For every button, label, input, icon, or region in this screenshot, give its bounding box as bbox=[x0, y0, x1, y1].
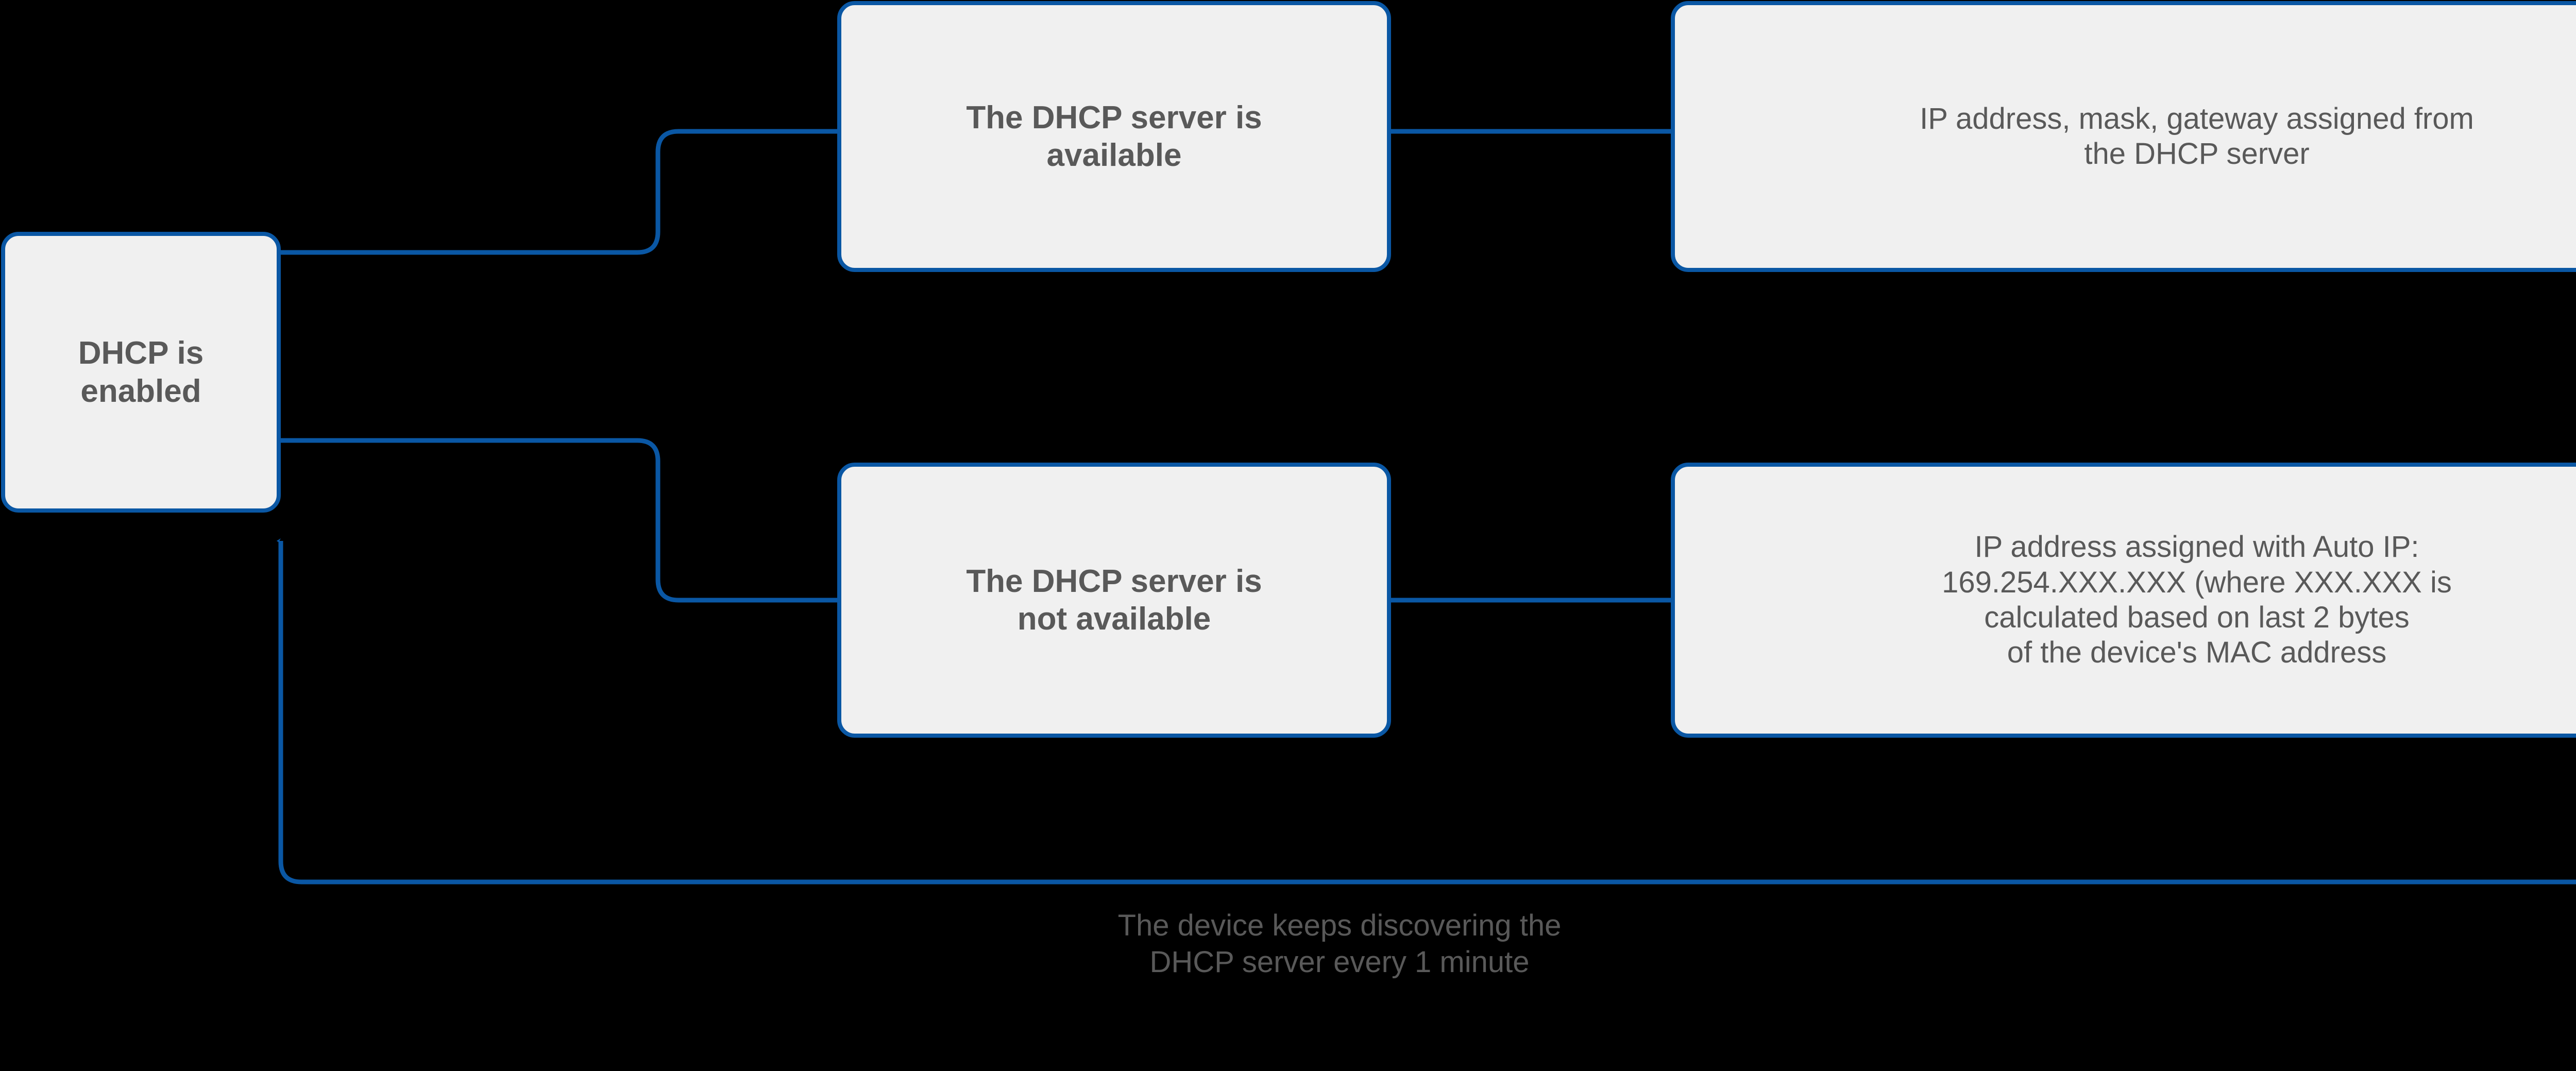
node-autoip-assigned-address: IP address assigned with Auto IP: 169.25… bbox=[1671, 463, 2576, 738]
connector-enabled-to-available bbox=[281, 129, 837, 255]
node-dhcp-enabled-label: DHCP is enabled bbox=[78, 335, 204, 409]
node-autoip-assigned-address-label: IP address assigned with Auto IP: 169.25… bbox=[1942, 530, 2452, 670]
connector-enabled-to-not-available bbox=[281, 438, 837, 603]
node-dhcp-assigned-address-label: IP address, mask, gateway assigned from … bbox=[1920, 101, 2474, 171]
feedback-loop-caption: The device keeps discovering the DHCP se… bbox=[1117, 909, 1562, 979]
node-dhcp-server-not-available: The DHCP server is not available bbox=[837, 463, 1391, 738]
node-dhcp-server-available-label: The DHCP server is available bbox=[966, 99, 1262, 173]
node-dhcp-enabled: DHCP is enabled bbox=[1, 232, 281, 513]
connector-autoip-feedback-to-enabled bbox=[276, 538, 2576, 885]
node-dhcp-server-available: The DHCP server is available bbox=[837, 1, 1391, 272]
node-dhcp-server-not-available-label: The DHCP server is not available bbox=[966, 563, 1262, 637]
node-dhcp-assigned-address: IP address, mask, gateway assigned from … bbox=[1671, 1, 2576, 272]
